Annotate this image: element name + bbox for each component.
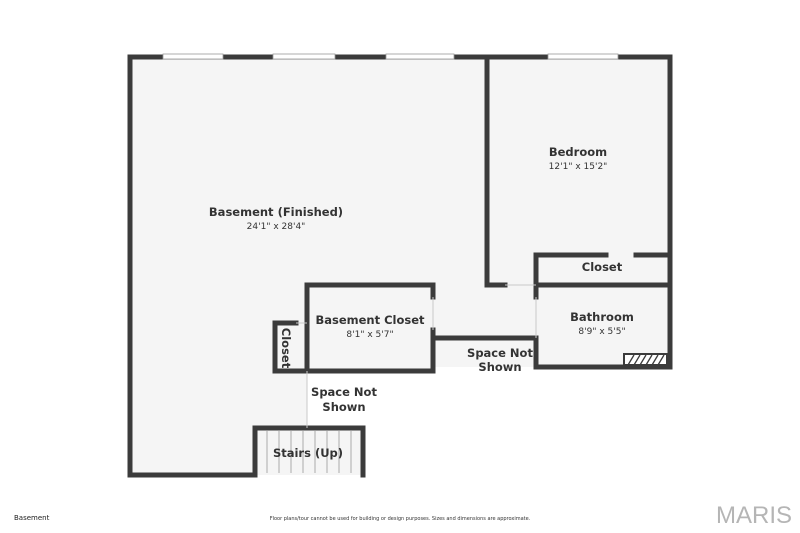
windows: [162, 53, 619, 60]
space-not-shown-2-line2: Shown: [322, 400, 365, 414]
room-label-bedroom: Bedroom: [549, 145, 607, 159]
bath-fixture: [623, 353, 668, 366]
room-dims-bathroom: 8'9" x 5'5": [578, 327, 625, 337]
room-label-closet-right: Closet: [582, 260, 623, 274]
room-dims-bedroom: 12'1" x 15'2": [549, 162, 608, 172]
space-not-shown-1-line2: Shown: [478, 360, 521, 374]
room-label-basement-closet: Basement Closet: [315, 313, 425, 327]
brand-logo-text: MARIS: [715, 502, 792, 529]
walls: [127, 54, 673, 478]
space-not-shown-1-line1: Space Not: [467, 346, 533, 360]
stair-treads: [266, 431, 352, 473]
space-not-shown-2-line1: Space Not: [311, 385, 377, 399]
door-openings: [296, 284, 537, 428]
room-label-bathroom: Bathroom: [570, 310, 634, 324]
room-label-basement: Basement (Finished): [209, 205, 343, 219]
floor-areas: [130, 57, 670, 475]
room-dims-basement-closet: 8'1" x 5'7": [346, 330, 393, 340]
disclaimer-text: Floor plans/tour cannot be used for buil…: [269, 516, 531, 522]
room-label-stairs: Stairs (Up): [273, 446, 343, 460]
room-label-closet-left: Closet: [279, 328, 293, 369]
room-dims-basement: 24'1" x 28'4": [247, 222, 306, 232]
level-label: Basement: [14, 514, 50, 522]
